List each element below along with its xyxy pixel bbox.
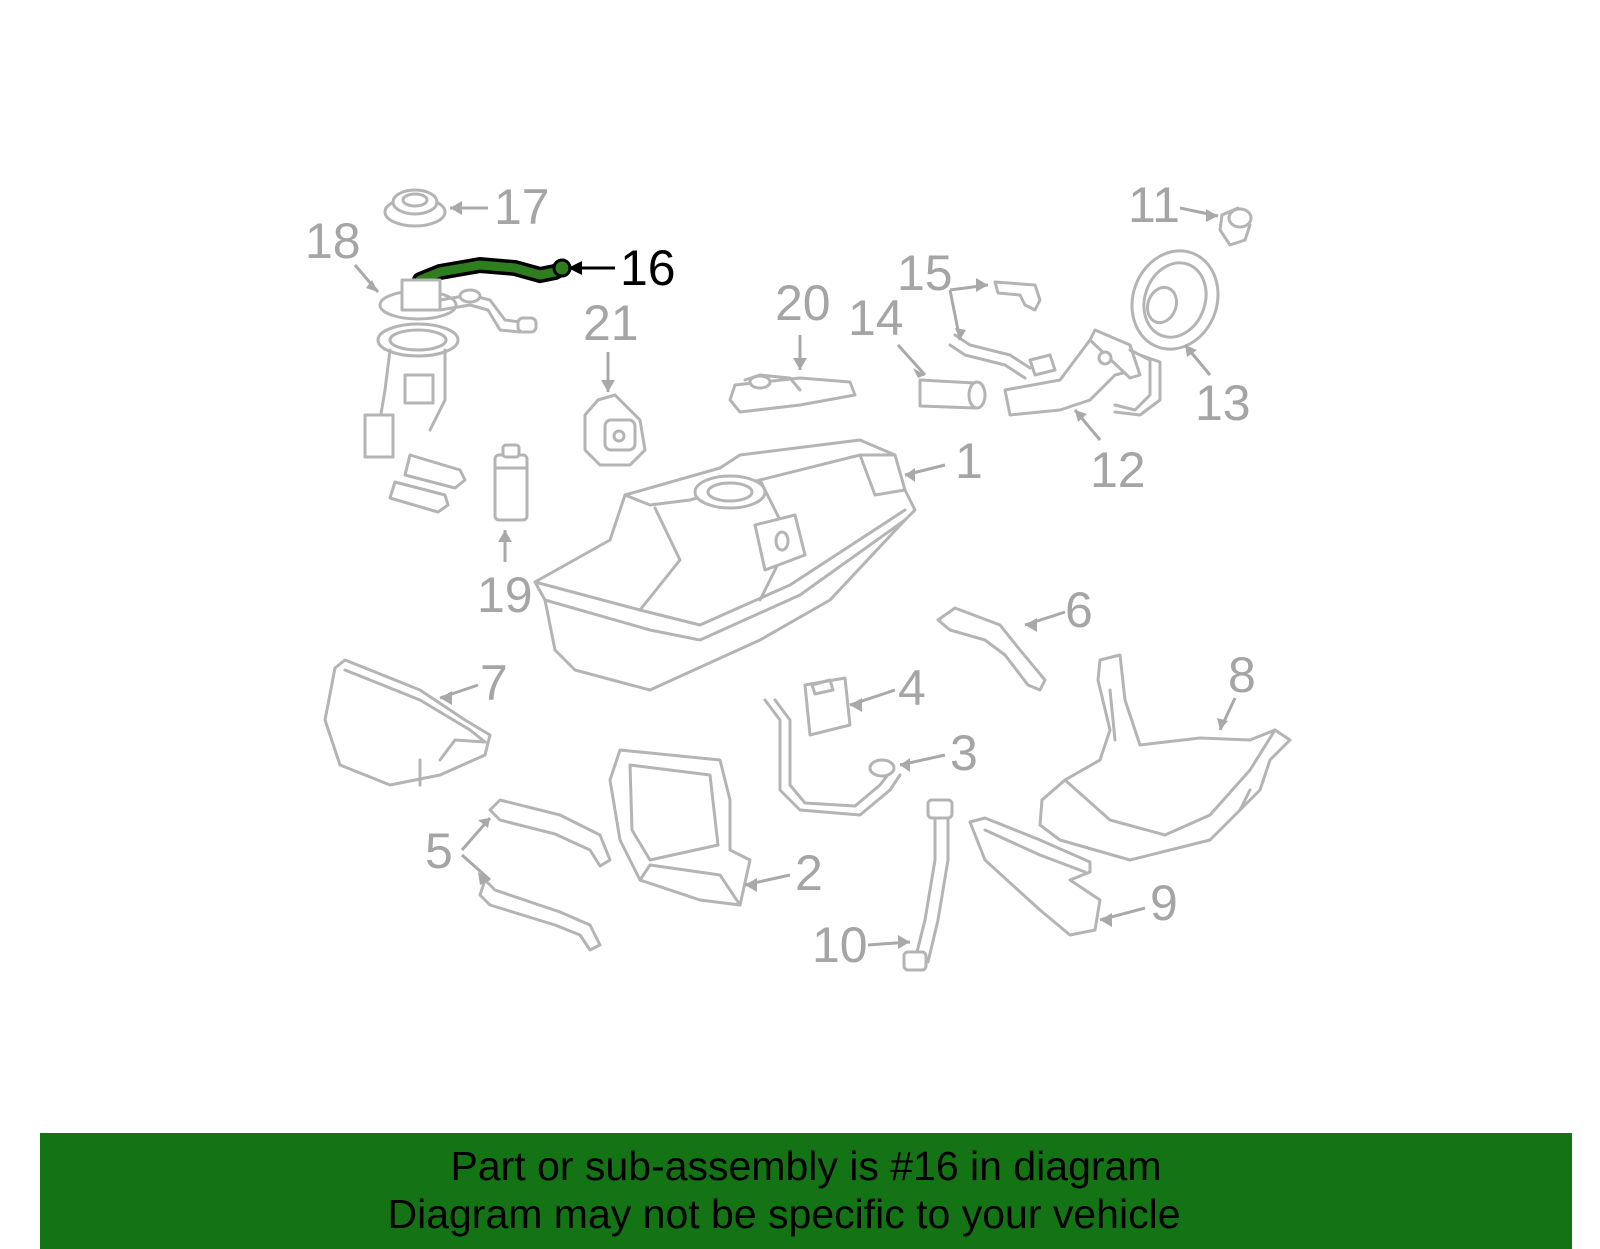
part-20-sender[interactable] xyxy=(728,373,857,414)
part-10-hose[interactable] xyxy=(902,798,954,972)
part-1-fuel-tank[interactable] xyxy=(533,438,917,692)
callout-arrowheads xyxy=(366,201,1228,949)
info-banner: Part or sub-assembly is #16 in diagram D… xyxy=(40,1133,1572,1249)
callout-1: 1 xyxy=(955,433,983,489)
callout-12: 12 xyxy=(1090,442,1146,498)
part-8-skid-plate[interactable] xyxy=(1038,653,1292,862)
callout-3: 3 xyxy=(950,725,978,781)
part-4-bracket[interactable] xyxy=(803,676,852,737)
callout-10: 10 xyxy=(812,917,868,973)
callout-2: 2 xyxy=(795,845,823,901)
part-17-grommet[interactable] xyxy=(383,188,447,228)
callout-5: 5 xyxy=(425,823,453,879)
callout-4: 4 xyxy=(898,660,926,716)
part-14-filter[interactable] xyxy=(918,378,987,410)
callout-9: 9 xyxy=(1150,875,1178,931)
part-12-filler-neck[interactable] xyxy=(1003,328,1162,417)
part-16-hose[interactable] xyxy=(412,256,572,288)
callout-8: 8 xyxy=(1228,647,1256,703)
banner-line-2: Diagram may not be specific to your vehi… xyxy=(387,1191,1181,1237)
callout-15: 15 xyxy=(897,245,953,301)
part-21-plug[interactable] xyxy=(583,393,647,467)
callout-21: 21 xyxy=(583,295,639,351)
part-18-fuel-pump[interactable] xyxy=(363,278,538,514)
part-6-strap[interactable] xyxy=(936,606,1047,692)
part-3-strap[interactable] xyxy=(763,698,902,817)
part-13-housing[interactable] xyxy=(1118,239,1231,362)
callout-16: 16 xyxy=(620,240,676,296)
part-2-shield[interactable] xyxy=(608,748,752,907)
callout-6: 6 xyxy=(1065,582,1093,638)
part-5-straps[interactable] xyxy=(478,798,612,952)
callout-17: 17 xyxy=(494,179,550,235)
callout-18: 18 xyxy=(305,213,361,269)
part-15-hose[interactable] xyxy=(948,280,1042,380)
part-7-shield[interactable] xyxy=(323,658,492,787)
part-19-filter[interactable] xyxy=(493,443,529,522)
callout-19: 19 xyxy=(477,567,533,623)
callout-20: 20 xyxy=(775,275,831,331)
callout-7: 7 xyxy=(480,655,508,711)
part-11-cap[interactable] xyxy=(1218,206,1253,247)
banner-line-1: Part or sub-assembly is #16 in diagram xyxy=(450,1143,1162,1189)
callout-13: 13 xyxy=(1195,375,1251,431)
part-9-bracket[interactable] xyxy=(968,816,1102,937)
callout-11: 11 xyxy=(1128,177,1180,233)
callout-14: 14 xyxy=(848,290,904,346)
